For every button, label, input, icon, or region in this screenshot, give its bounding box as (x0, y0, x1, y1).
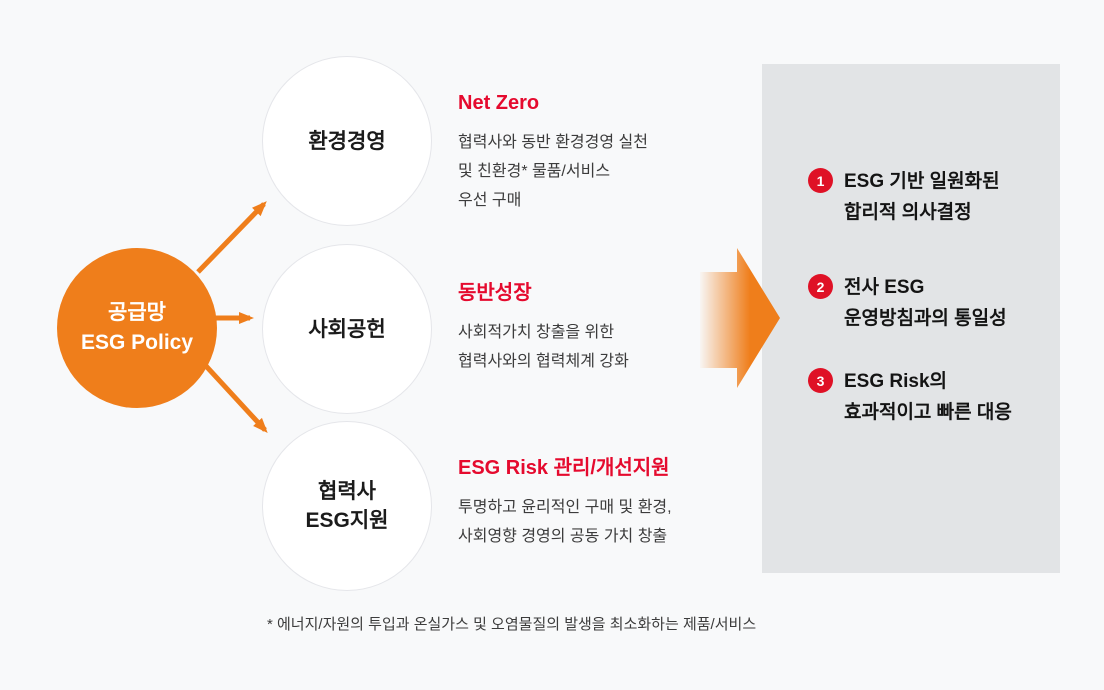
branch-block-net-zero: Net Zero 협력사와 동반 환경경영 실천 및 친환경* 물품/서비스 우… (458, 92, 648, 215)
branch-circle-environment: 환경경영 (262, 56, 432, 226)
branch-circle-label: 협력사 (318, 480, 376, 503)
outcome-item: 2 전사 ESG 운영방침과의 통일성 (808, 272, 1007, 334)
outcome-item: 1 ESG 기반 일원화된 합리적 의사결정 (808, 166, 1000, 228)
outcome-line: ESG 기반 일원화된 (844, 171, 1000, 192)
branch-circle-partner-esg-support: 협력사 ESG지원 (262, 421, 432, 591)
description-line: 투명하고 윤리적인 구매 및 환경, (458, 499, 672, 516)
branch-arrow-up-icon (196, 201, 267, 274)
outcome-line: 전사 ESG (844, 277, 925, 298)
hub-circle-supply-chain-esg-policy: 공급망 ESG Policy (57, 248, 217, 408)
branch-circle-social-contribution: 사회공헌 (262, 244, 432, 414)
number-badge-3: 3 (808, 368, 833, 393)
description-line: 협력사와의 협력체계 강화 (458, 353, 629, 370)
description-line: 및 친환경* 물품/서비스 (458, 163, 611, 180)
outcome-text: ESG 기반 일원화된 합리적 의사결정 (844, 166, 1000, 228)
description-line: 사회영향 경영의 공동 가치 창출 (458, 528, 668, 545)
number-badge-2: 2 (808, 274, 833, 299)
outcome-text: 전사 ESG 운영방침과의 통일성 (844, 272, 1007, 334)
outcome-line: 합리적 의사결정 (844, 202, 972, 223)
outcome-item: 3 ESG Risk의 효과적이고 빠른 대응 (808, 366, 1012, 428)
description-line: 사회적가치 창출을 위한 (458, 324, 615, 341)
number-badge-1: 1 (808, 168, 833, 193)
outcomes-panel: 1 ESG 기반 일원화된 합리적 의사결정 2 전사 ESG 운영방침과의 통… (762, 64, 1060, 573)
description-line: 협력사와 동반 환경경영 실천 (458, 134, 648, 151)
outcome-text: ESG Risk의 효과적이고 빠른 대응 (844, 366, 1012, 428)
branch-description: 투명하고 윤리적인 구매 및 환경, 사회영향 경영의 공동 가치 창출 (458, 493, 672, 551)
branch-block-shared-growth: 동반성장 사회적가치 창출을 위한 협력사와의 협력체계 강화 (458, 276, 629, 376)
hub-label-line: 공급망 (108, 301, 166, 324)
branch-circle-label: 사회공헌 (308, 317, 386, 341)
hub-label-line: ESG Policy (80, 331, 194, 354)
branch-circle-label: ESG지원 (305, 509, 389, 532)
outcome-line: ESG Risk의 (844, 371, 948, 392)
description-line: 우선 구매 (458, 192, 522, 209)
branch-circle-label: 환경경영 (308, 129, 386, 153)
branch-title: 동반성장 (458, 282, 532, 304)
branch-description: 사회적가치 창출을 위한 협력사와의 협력체계 강화 (458, 318, 629, 376)
branch-block-esg-risk: ESG Risk 관리/개선지원 투명하고 윤리적인 구매 및 환경, 사회영향… (458, 451, 672, 551)
outcome-line: 효과적이고 빠른 대응 (844, 402, 1012, 423)
branch-description: 협력사와 동반 환경경영 실천 및 친환경* 물품/서비스 우선 구매 (458, 128, 648, 215)
branch-arrow-down-icon (204, 364, 268, 433)
outcome-line: 운영방침과의 통일성 (844, 308, 1007, 329)
footnote: * 에너지/자원의 투입과 온실가스 및 오염물질의 발생을 최소화하는 제품/… (267, 616, 757, 633)
branch-title: ESG Risk 관리/개선지원 (458, 457, 670, 479)
branch-title: Net Zero (458, 92, 540, 114)
